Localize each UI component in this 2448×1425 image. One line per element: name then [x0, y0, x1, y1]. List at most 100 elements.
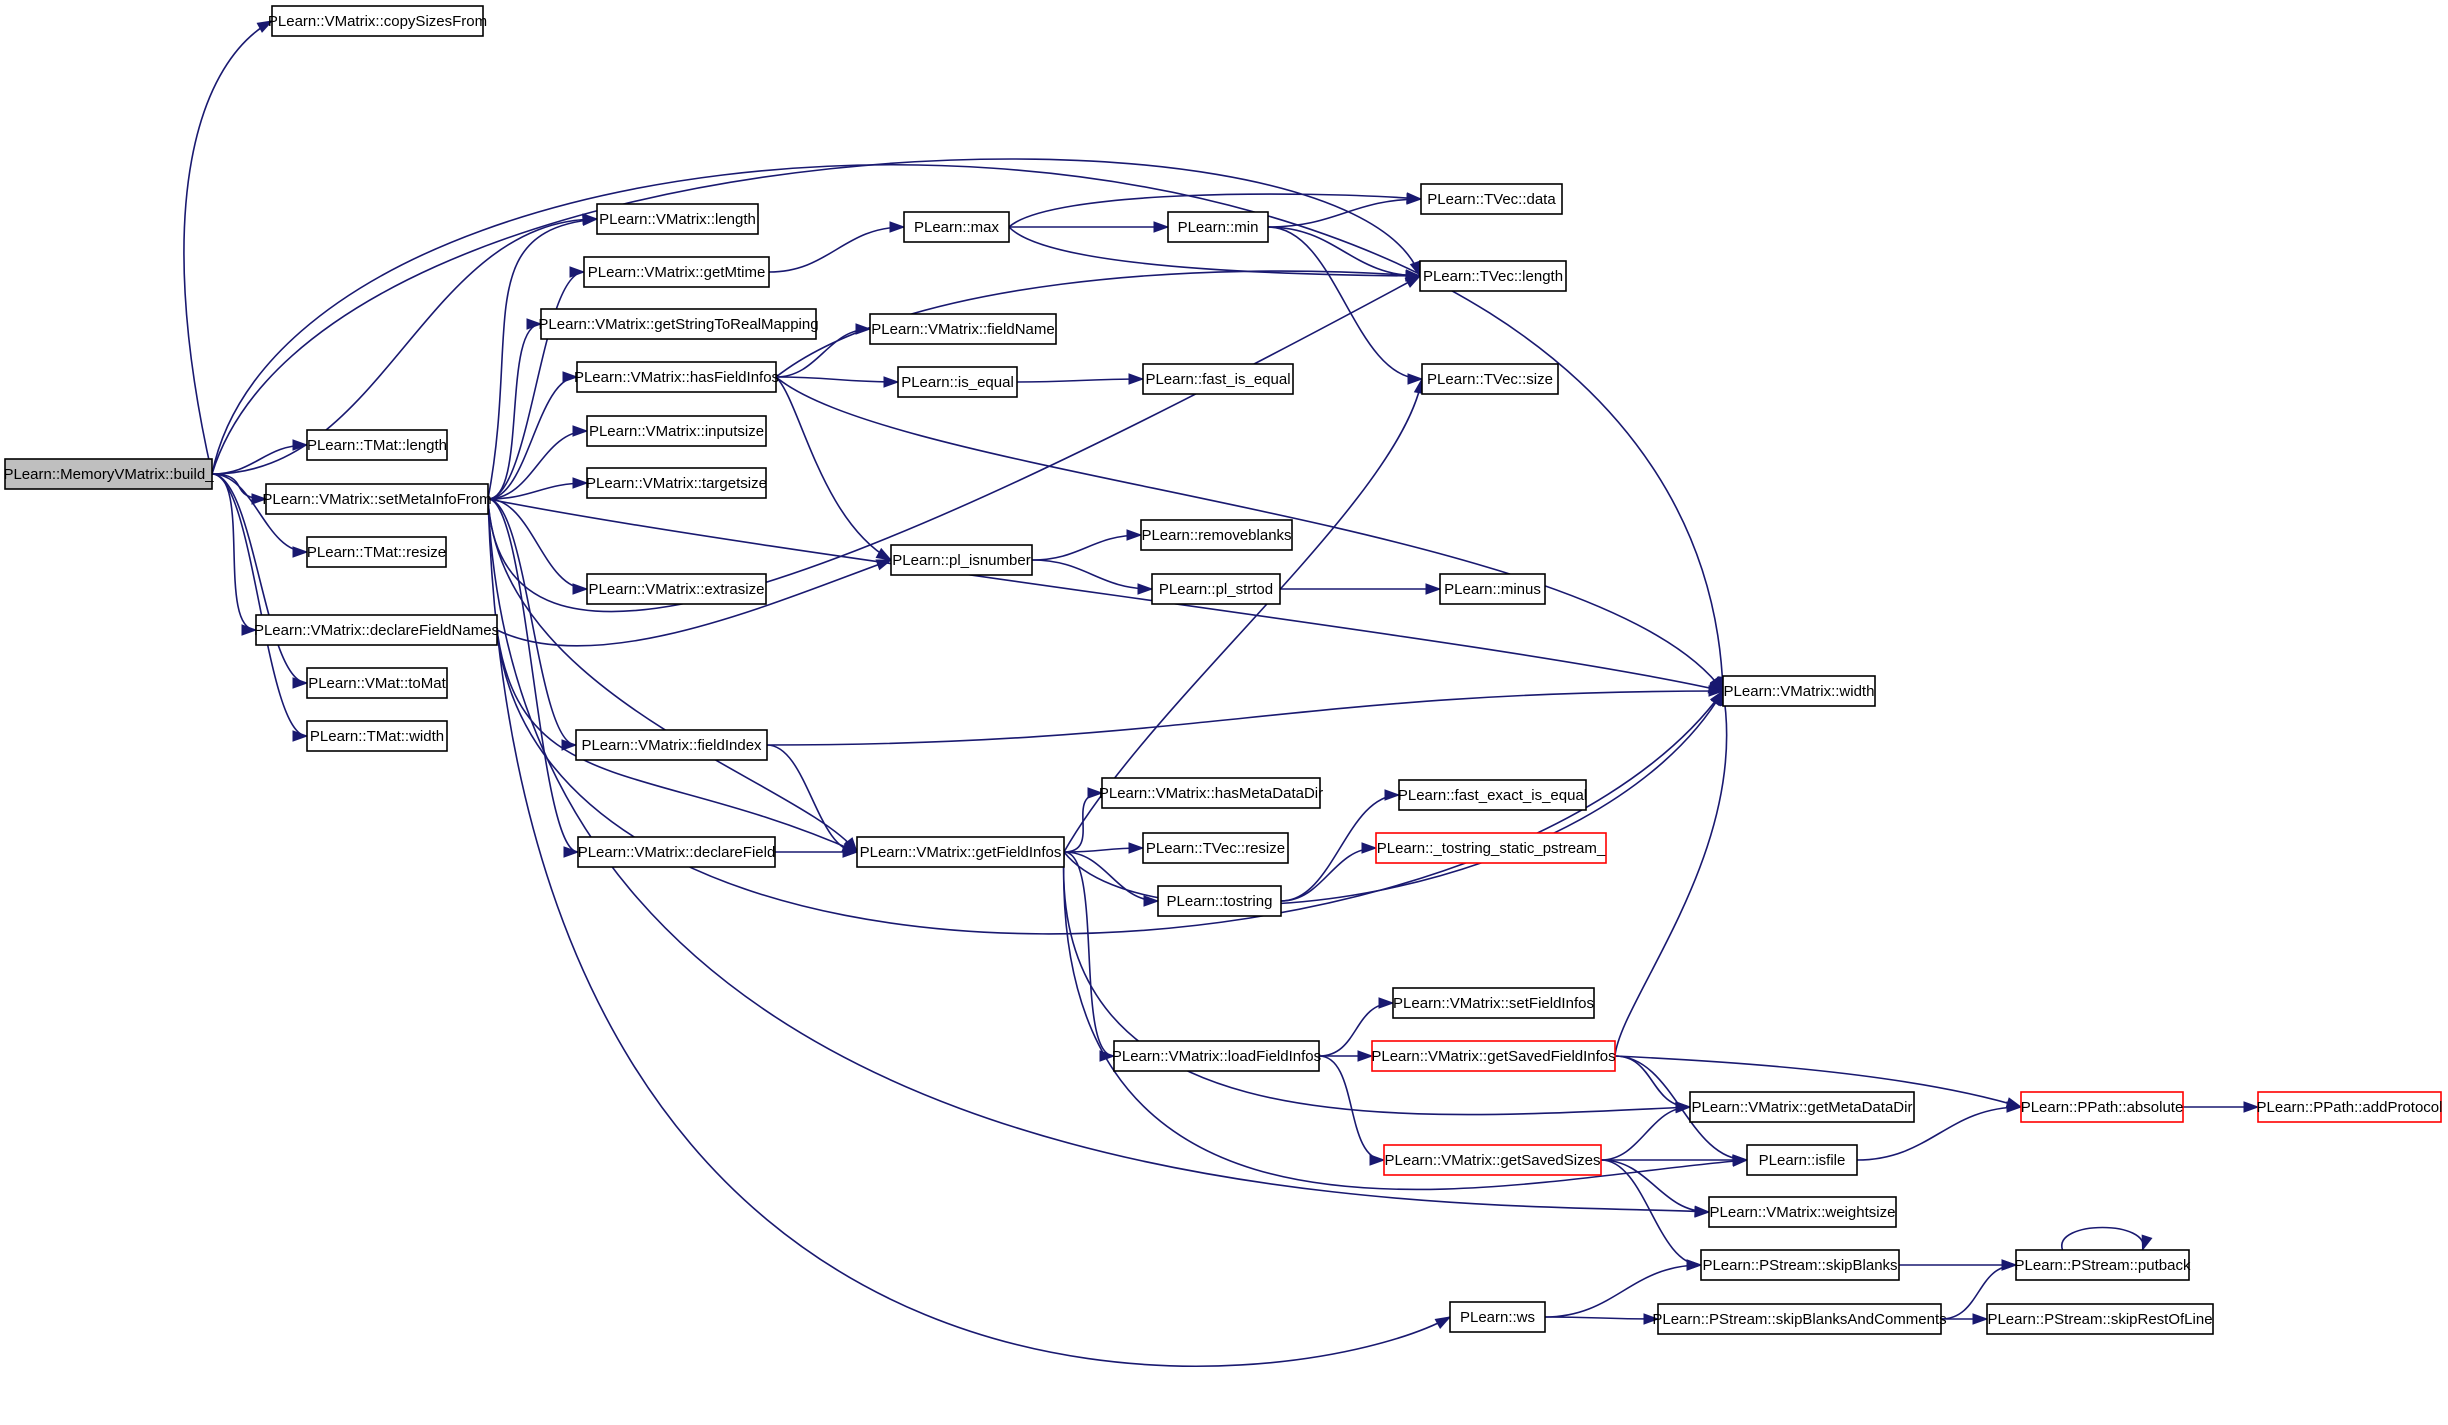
graph-node[interactable]: PLearn::fast_exact_is_equal — [1398, 779, 1587, 811]
graph-node[interactable]: PLearn::_tostring_static_pstream_ — [1375, 832, 1607, 864]
arrow-head-n37-n42 — [1369, 1154, 1386, 1166]
node-label: PLearn::PStream::skipBlanks — [1702, 1257, 1897, 1274]
arrow-head-n48-n46 — [2001, 1259, 2018, 1271]
node-box — [576, 361, 777, 393]
graph-node[interactable]: PLearn::VMatrix::fieldIndex — [575, 729, 768, 761]
graph-node[interactable]: PLearn::VMatrix::loadFieldInfos — [1112, 1040, 1321, 1072]
graph-node[interactable]: PLearn::removeblanks — [1140, 519, 1293, 551]
node-label: PLearn::VMatrix::getSavedFieldInfos — [1371, 1048, 1615, 1065]
node-label: PLearn::VMat::toMat — [308, 675, 446, 692]
graph-node[interactable]: PLearn::VMatrix::getStringToRealMapping — [538, 308, 819, 340]
graph-node[interactable]: PLearn::VMatrix::hasMetaDataDir — [1099, 777, 1323, 809]
graph-node[interactable]: PLearn::VMatrix::hasFieldInfos — [574, 361, 779, 393]
graph-node[interactable]: PLearn::TMat::width — [306, 720, 448, 752]
node-box — [586, 415, 767, 447]
graph-node[interactable]: PLearn::TVec::resize — [1142, 832, 1289, 864]
node-box — [1398, 779, 1587, 811]
graph-node[interactable]: PLearn::VMatrix::getFieldInfos — [856, 836, 1065, 868]
node-label: PLearn::VMatrix::fieldIndex — [581, 737, 762, 754]
node-label: PLearn::VMatrix::getFieldInfos — [860, 844, 1062, 861]
node-box — [2257, 1091, 2442, 1123]
graph-node[interactable]: PLearn::VMatrix::declareField — [577, 836, 776, 868]
node-box — [1449, 1301, 1546, 1333]
node-box — [1167, 211, 1269, 243]
graph-node[interactable]: PLearn::PPath::addProtocol — [2257, 1091, 2443, 1123]
arrow-head-n10-n47 — [1434, 1316, 1452, 1330]
graph-node[interactable]: PLearn::TVec::length — [1419, 260, 1567, 292]
graph-node[interactable]: PLearn::VMatrix::getMetaDataDir — [1689, 1091, 1915, 1123]
edge-n25-n26 — [1031, 534, 1142, 561]
graph-node[interactable]: PLearn::PStream::skipBlanksAndComments — [1652, 1303, 1947, 1335]
graph-node[interactable]: PLearn::pl_isnumber — [890, 544, 1033, 576]
graph-node[interactable]: PLearn::VMatrix::length — [596, 203, 759, 235]
graph-node[interactable]: PLearn::PStream::putback — [2015, 1249, 2191, 1281]
graph-node[interactable]: PLearn::VMatrix::inputsize — [586, 415, 767, 447]
graph-node[interactable]: PLearn::VMatrix::width — [1722, 675, 1876, 707]
graph-node[interactable]: PLearn::tostring — [1157, 885, 1282, 917]
node-label: PLearn::TVec::length — [1423, 268, 1563, 285]
graph-node[interactable]: PLearn::VMatrix::copySizesFrom — [268, 5, 487, 37]
node-label: PLearn::VMatrix::getSavedSizes — [1385, 1152, 1601, 1169]
graph-node[interactable]: PLearn::VMatrix::weightsize — [1708, 1196, 1897, 1228]
edge-n10-n44 — [487, 498, 1710, 1213]
graph-node[interactable]: PLearn::PStream::skipRestOfLine — [1986, 1303, 2214, 1335]
node-box — [1986, 1303, 2214, 1335]
node-box — [2020, 1091, 2184, 1123]
graph-node[interactable]: PLearn::VMatrix::declareFieldNames — [254, 614, 499, 646]
node-box — [1142, 832, 1289, 864]
node-label: PLearn::VMatrix::getStringToRealMapping — [538, 316, 818, 333]
graph-node[interactable]: PLearn::max — [903, 211, 1010, 243]
arrow-head-n30-n31 — [1087, 787, 1104, 799]
graph-node[interactable]: PLearn::VMatrix::getSavedFieldInfos — [1371, 1040, 1616, 1072]
node-box — [540, 308, 817, 340]
graph-node[interactable]: PLearn::VMatrix::getSavedSizes — [1383, 1144, 1602, 1176]
node-box — [265, 483, 489, 515]
edge-n25-n27 — [1031, 559, 1153, 590]
node-label: PLearn::TMat::length — [307, 437, 447, 454]
arrow-head-n0-n12 — [241, 624, 258, 636]
edge-n30-n39 — [1062, 851, 1691, 1116]
node-box — [1151, 573, 1281, 605]
graph-node[interactable]: PLearn::TMat::length — [306, 429, 448, 461]
arrow-head-n0-n10 — [251, 493, 268, 505]
graph-node[interactable]: PLearn::pl_strtod — [1151, 573, 1281, 605]
graph-node[interactable]: PLearn::isfile — [1746, 1144, 1858, 1176]
graph-node[interactable]: PLearn::PStream::skipBlanks — [1700, 1249, 1900, 1281]
graph-node[interactable]: PLearn::fast_is_equal — [1142, 363, 1294, 395]
node-label: PLearn::tostring — [1167, 893, 1273, 910]
arrow-head-n40-n41 — [2243, 1101, 2260, 1113]
graph-node[interactable]: PLearn::VMatrix::fieldName — [869, 313, 1057, 345]
graph-node[interactable]: PLearn::minus — [1439, 573, 1546, 605]
node-label: PLearn::PStream::skipBlanksAndComments — [1652, 1311, 1946, 1328]
node-box — [586, 467, 767, 499]
graph-node[interactable]: PLearn::TMat::resize — [306, 536, 447, 568]
arrow-head-n48-n49 — [1972, 1313, 1989, 1325]
node-box — [1700, 1249, 1900, 1281]
graph-node[interactable]: PLearn::VMat::toMat — [306, 667, 448, 699]
graph-node[interactable]: PLearn::VMatrix::setFieldInfos — [1392, 987, 1595, 1019]
node-label: PLearn::VMatrix::targetsize — [586, 475, 767, 492]
edge-n0-n20 — [211, 158, 1421, 475]
graph-node[interactable]: PLearn::VMatrix::extrasize — [586, 573, 767, 605]
graph-node[interactable]: PLearn::VMatrix::getMtime — [583, 256, 770, 288]
graph-node[interactable]: PLearn::TVec::size — [1421, 363, 1559, 395]
graph-node[interactable]: PLearn::VMatrix::targetsize — [586, 467, 767, 499]
graph-node[interactable]: PLearn::min — [1167, 211, 1269, 243]
graph-node[interactable]: PLearn::MemoryVMatrix::build_ — [3, 458, 214, 490]
node-box — [1392, 987, 1595, 1019]
node-box — [890, 544, 1033, 576]
arrow-head-n12-n25 — [875, 559, 893, 571]
graph-node[interactable]: PLearn::VMatrix::setMetaInfoFrom — [262, 483, 492, 515]
graph-node[interactable]: PLearn::ws — [1449, 1301, 1546, 1333]
graph-node[interactable]: PLearn::is_equal — [897, 366, 1018, 398]
node-label: PLearn::fast_is_equal — [1145, 371, 1290, 388]
arrow-head-n10-n2 — [582, 214, 599, 226]
edge-n33-n34 — [1280, 794, 1400, 902]
edge-n10-n4 — [487, 323, 542, 500]
node-label: PLearn::PStream::putback — [2015, 1257, 2191, 1274]
arrow-head-n22-n23 — [1128, 373, 1145, 385]
graph-node[interactable]: PLearn::PPath::absolute — [2020, 1091, 2184, 1123]
graph-node[interactable]: PLearn::TVec::data — [1420, 183, 1563, 215]
node-label: PLearn::removeblanks — [1141, 527, 1291, 544]
edge-n42-n44 — [1600, 1159, 1710, 1213]
